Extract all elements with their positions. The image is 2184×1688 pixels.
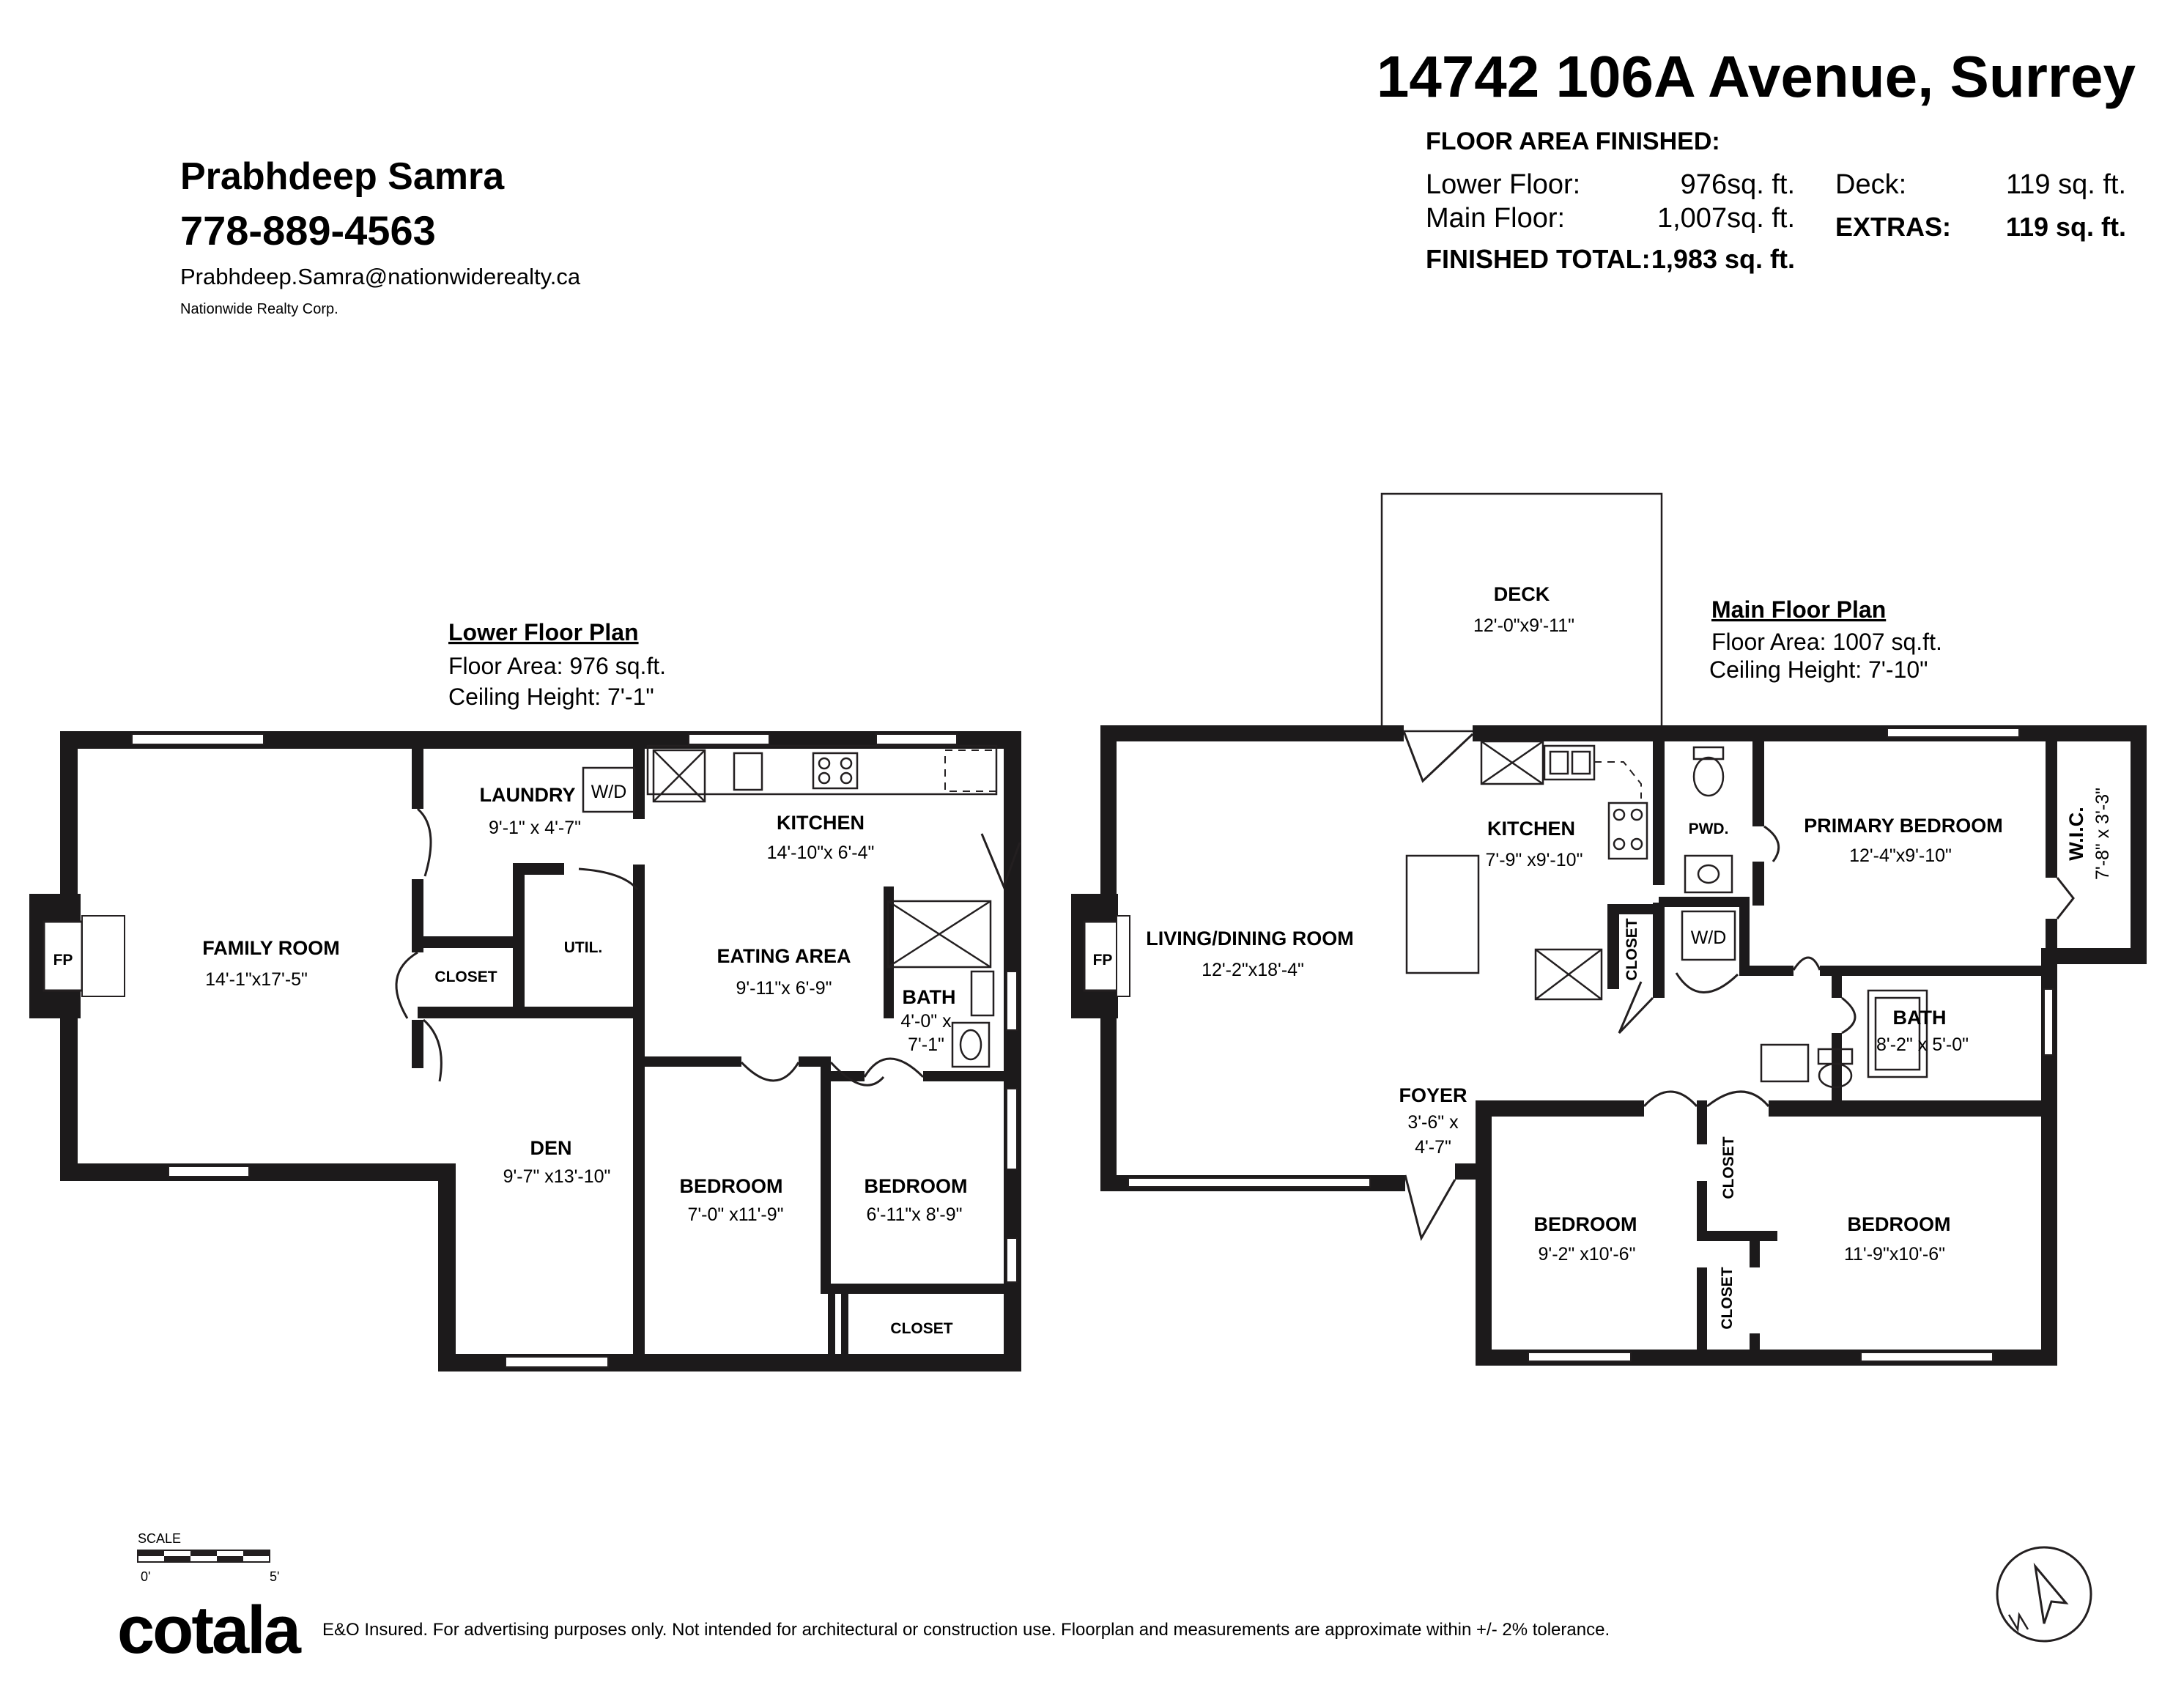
lower-fireplace-label: FP <box>53 952 73 969</box>
lower-floor-label: Lower Floor: <box>1426 169 1580 200</box>
lower-plan-floor-area: Floor Area: 976 sq.ft. <box>448 653 666 679</box>
main-washer-dryer <box>1681 910 1736 961</box>
den-dim: 9'-7" x13'-10" <box>503 1166 611 1187</box>
living-dining-label: LIVING/DINING ROOM <box>1146 928 1354 949</box>
lower-bedroom-2-dim: 6'-11"x 8'-9" <box>866 1204 962 1225</box>
main-kitchen-fixtures <box>1405 740 1648 1001</box>
bedroom-2-closet-label: CLOSET <box>1719 1267 1736 1329</box>
cotala-logo: cotala <box>117 1593 302 1667</box>
agent-name: Prabhdeep Samra <box>180 155 505 198</box>
deck-dim: 12'-0"x9'-11" <box>1473 615 1574 636</box>
lower-plan-ceiling: Ceiling Height: 7'-1" <box>448 684 654 710</box>
main-bedroom-1-dim: 9'-2" x10'-6" <box>1539 1244 1636 1265</box>
lower-closet-2-label: CLOSET <box>890 1320 952 1337</box>
main-bath-fixtures <box>1684 746 1928 1089</box>
laundry-label: LAUNDRY <box>480 784 576 806</box>
lower-floor-value: 976sq. ft. <box>1681 169 1795 200</box>
main-bedroom-1-label: BEDROOM <box>1534 1213 1637 1235</box>
main-kitchen-label: KITCHEN <box>1487 818 1575 840</box>
primary-bedroom-label: PRIMARY BEDROOM <box>1804 815 2003 837</box>
wic-label: W.I.C. <box>2065 807 2087 861</box>
wic-dim: 7'-8" x 3'-3" <box>2092 788 2113 880</box>
deck-label: DECK <box>1494 583 1550 605</box>
finished-total-value: 1,983 sq. ft. <box>1651 244 1795 274</box>
foyer-label: FOYER <box>1399 1084 1467 1106</box>
lower-interior-walls <box>412 746 1007 1363</box>
lower-kitchen-fixtures <box>646 744 998 803</box>
lower-doors <box>395 807 1021 1087</box>
disclaimer: E&O Insured. For advertising purposes on… <box>322 1620 1610 1640</box>
main-interior-walls <box>1607 738 2057 1363</box>
main-doors <box>1402 730 2075 1241</box>
lower-plan-title: Lower Floor Plan <box>448 619 639 645</box>
main-kitchen-dim: 7'-9" x9'-10" <box>1486 850 1583 870</box>
den-label: DEN <box>530 1137 571 1159</box>
property-address: 14742 106A Avenue, Surrey <box>1377 44 2136 109</box>
main-floor-label: Main Floor: <box>1426 203 1565 234</box>
extras-value: 119 sq. ft. <box>2006 212 2126 242</box>
kitchen-closet-label: CLOSET <box>1624 918 1640 980</box>
floor-area-header: FLOOR AREA FINISHED: <box>1426 127 1720 155</box>
lower-bath-label: BATH <box>903 986 956 1008</box>
scale-start: 0' <box>141 1569 150 1584</box>
main-bedroom-2-dim: 11'-9"x10'-6" <box>1844 1244 1945 1265</box>
agent-company: Nationwide Realty Corp. <box>180 301 338 317</box>
eating-area-label: EATING AREA <box>717 945 851 967</box>
foyer-dim-2: 4'-7" <box>1415 1137 1451 1158</box>
agent-phone: 778-889-4563 <box>180 207 436 253</box>
deck-outline <box>1380 492 1663 733</box>
deck-area-label: Deck: <box>1835 169 1906 200</box>
lower-floor-plan: Lower Floor Plan Floor Area: 976 sq.ft. … <box>29 619 1021 1372</box>
main-wd-label: W/D <box>1691 928 1727 948</box>
lower-kitchen-label: KITCHEN <box>777 812 865 834</box>
lower-exterior-walls <box>29 731 1021 1372</box>
laundry-dim: 9'-1" x 4'-7" <box>489 818 581 838</box>
lower-kitchen-dim: 14'-10"x 6'-4" <box>767 843 875 863</box>
scale-bar: SCALE 0' 5' <box>137 1531 279 1584</box>
main-fireplace-label: FP <box>1093 952 1113 969</box>
lower-bedroom-1-dim: 7'-0" x11'-9" <box>687 1204 783 1225</box>
main-floor-value: 1,007sq. ft. <box>1657 203 1795 234</box>
eating-area-dim: 9'-11"x 6'-9" <box>736 978 832 999</box>
lower-bedroom-2-label: BEDROOM <box>865 1175 968 1197</box>
main-bath-label: BATH <box>1893 1007 1947 1029</box>
deck-area-value: 119 sq. ft. <box>2006 169 2126 200</box>
north-arrow-icon <box>1996 1546 2092 1643</box>
lower-closet-label: CLOSET <box>434 969 497 985</box>
bedroom-1-closet-label: CLOSET <box>1720 1136 1737 1199</box>
lower-windows <box>131 733 1018 1368</box>
lower-bedroom-1-label: BEDROOM <box>680 1175 783 1197</box>
main-bedroom-2-label: BEDROOM <box>1848 1213 1951 1235</box>
scale-label: SCALE <box>138 1531 181 1546</box>
util-label: UTIL. <box>564 939 603 956</box>
extras-label: EXTRAS: <box>1835 212 1951 242</box>
family-room-label: FAMILY ROOM <box>202 937 340 959</box>
family-room-dim: 14'-1"x17'-5" <box>205 969 308 990</box>
finished-total-label: FINISHED TOTAL: <box>1426 244 1651 274</box>
agent-email: Prabhdeep.Samra@nationwiderealty.ca <box>180 264 581 289</box>
scale-end: 5' <box>270 1569 279 1584</box>
lower-wd-label: W/D <box>591 782 627 802</box>
lower-washer-dryer <box>582 766 636 813</box>
lower-bath-dim-1: 4'-0" x <box>900 1011 952 1032</box>
lower-bath-dim-2: 7'-1" <box>908 1034 944 1055</box>
main-plan-title: Main Floor Plan <box>1711 596 1886 623</box>
primary-bedroom-dim: 12'-4"x9'-10" <box>1849 845 1952 866</box>
main-plan-ceiling: Ceiling Height: 7'-10" <box>1709 656 1928 683</box>
lower-bath-fixtures <box>886 900 995 1068</box>
living-dining-dim: 12'-2"x18'-4" <box>1202 960 1304 980</box>
pwd-label: PWD. <box>1689 821 1729 837</box>
main-bath-dim: 8'-2" x 5'-0" <box>1876 1034 1969 1055</box>
main-windows <box>1128 728 2054 1362</box>
main-plan-floor-area: Floor Area: 1007 sq.ft. <box>1711 629 1942 655</box>
main-floor-plan: Main Floor Plan Floor Area: 1007 sq.ft. … <box>1071 492 2147 1366</box>
kitchen-island <box>1405 854 1480 974</box>
foyer-dim-1: 3'-6" x <box>1407 1112 1459 1133</box>
